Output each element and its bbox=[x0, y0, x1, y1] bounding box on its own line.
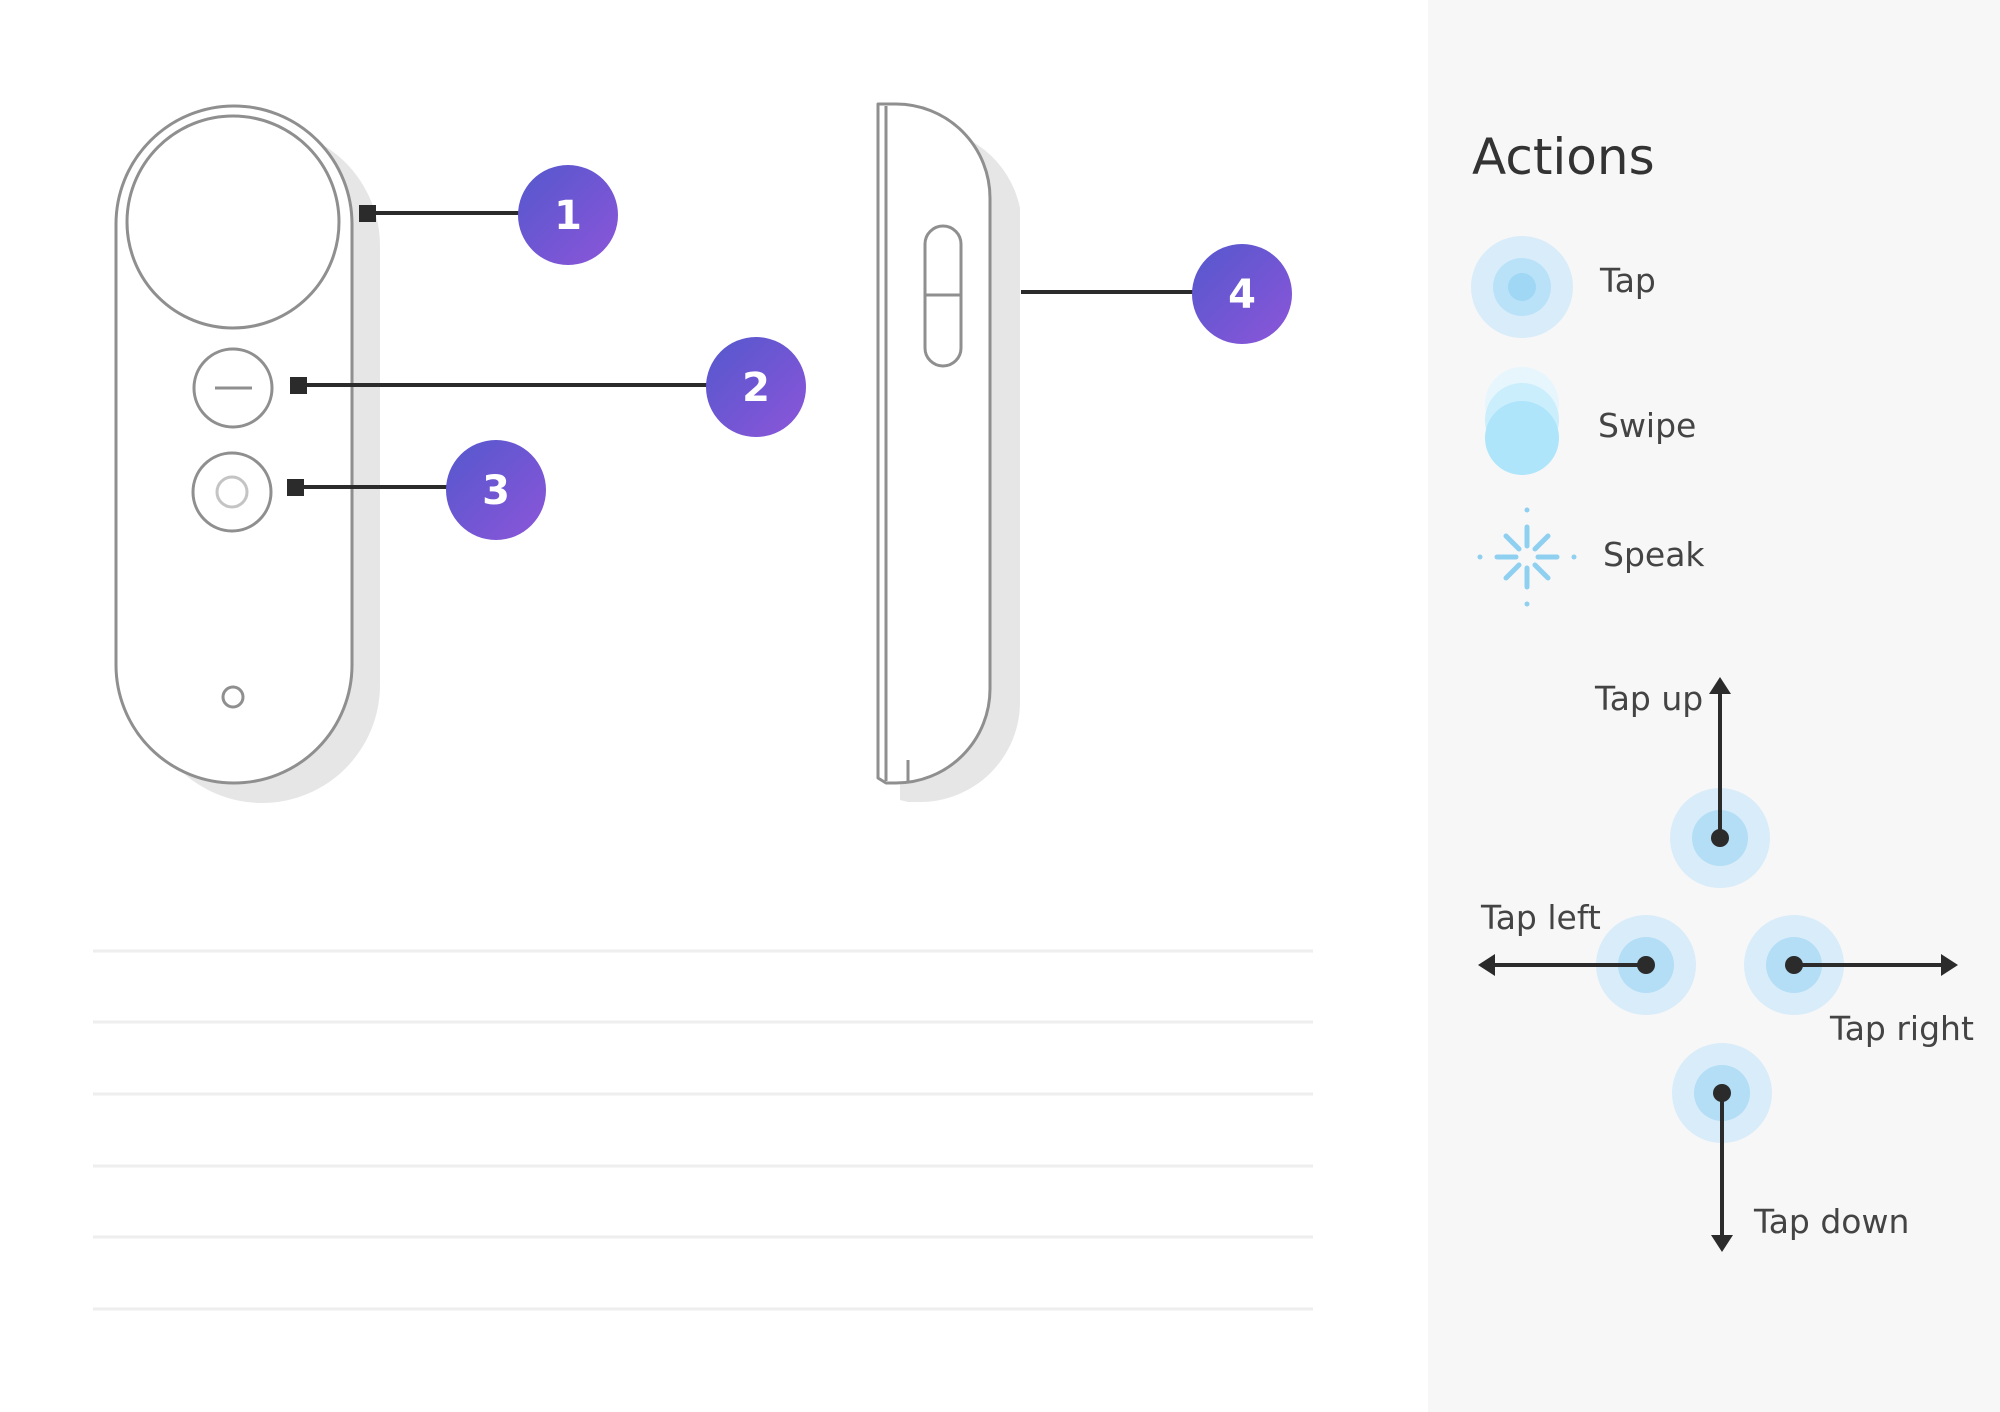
callout-3: 3 bbox=[287, 440, 546, 540]
callout-2: 2 bbox=[290, 337, 806, 437]
legend-speak: Speak bbox=[1477, 507, 1705, 607]
callout-1-badge bbox=[518, 165, 618, 265]
callout-3-badge bbox=[446, 440, 546, 540]
touchpad bbox=[125, 114, 341, 330]
home-button bbox=[191, 451, 273, 533]
legend-swipe: Swipe bbox=[1485, 367, 1696, 475]
arrow-up-icon bbox=[1709, 677, 1731, 694]
tap-right-gesture: Tap right bbox=[1744, 915, 1974, 1048]
speak-icon bbox=[1494, 524, 1560, 590]
actions-title: Actions bbox=[1472, 128, 1655, 186]
callout-1-number: 1 bbox=[554, 193, 582, 239]
callout-2-number: 2 bbox=[742, 365, 770, 411]
tap-left-label: Tap left bbox=[1480, 898, 1601, 937]
tap-left-point bbox=[1637, 956, 1655, 974]
callout-1: 1 bbox=[359, 165, 618, 265]
home-button-ring-glyph bbox=[215, 475, 249, 509]
tap-right-label: Tap right bbox=[1829, 1009, 1974, 1048]
tap-down-label: Tap down bbox=[1753, 1202, 1909, 1241]
tap-up-label: Tap up bbox=[1594, 679, 1703, 718]
callout-4-number: 4 bbox=[1228, 272, 1256, 318]
callout-2-badge bbox=[706, 337, 806, 437]
tap-down-gesture: Tap down bbox=[1672, 1043, 1909, 1252]
callout-4-badge bbox=[1192, 244, 1292, 344]
legend-speak-label: Speak bbox=[1603, 535, 1705, 574]
tap-left-gesture: Tap left bbox=[1478, 898, 1696, 1015]
arrow-down-icon bbox=[1711, 1235, 1733, 1252]
controller-front-view bbox=[114, 104, 380, 803]
tap-down-point bbox=[1713, 1084, 1731, 1102]
tap-up-gesture: Tap up bbox=[1594, 677, 1770, 888]
speak-icon-dots bbox=[1477, 507, 1577, 607]
arrow-left-icon bbox=[1478, 954, 1495, 976]
actions-panel-background bbox=[1428, 0, 2000, 1412]
controller-side-body bbox=[876, 102, 992, 785]
status-light bbox=[221, 685, 245, 709]
callout-3-number: 3 bbox=[482, 468, 510, 514]
controller-side-view bbox=[876, 102, 1020, 802]
tap-right-point bbox=[1785, 956, 1803, 974]
tap-up-point bbox=[1711, 829, 1729, 847]
arrow-right-icon bbox=[1941, 954, 1958, 976]
callout-4: 4 bbox=[1021, 244, 1292, 344]
legend-swipe-label: Swipe bbox=[1598, 406, 1696, 445]
swipe-icon bbox=[1485, 401, 1559, 475]
legend-tap-label: Tap bbox=[1599, 261, 1656, 300]
tap-icon-core bbox=[1508, 273, 1536, 301]
legend-tap: Tap bbox=[1471, 236, 1656, 338]
description-table bbox=[93, 949, 1313, 1311]
